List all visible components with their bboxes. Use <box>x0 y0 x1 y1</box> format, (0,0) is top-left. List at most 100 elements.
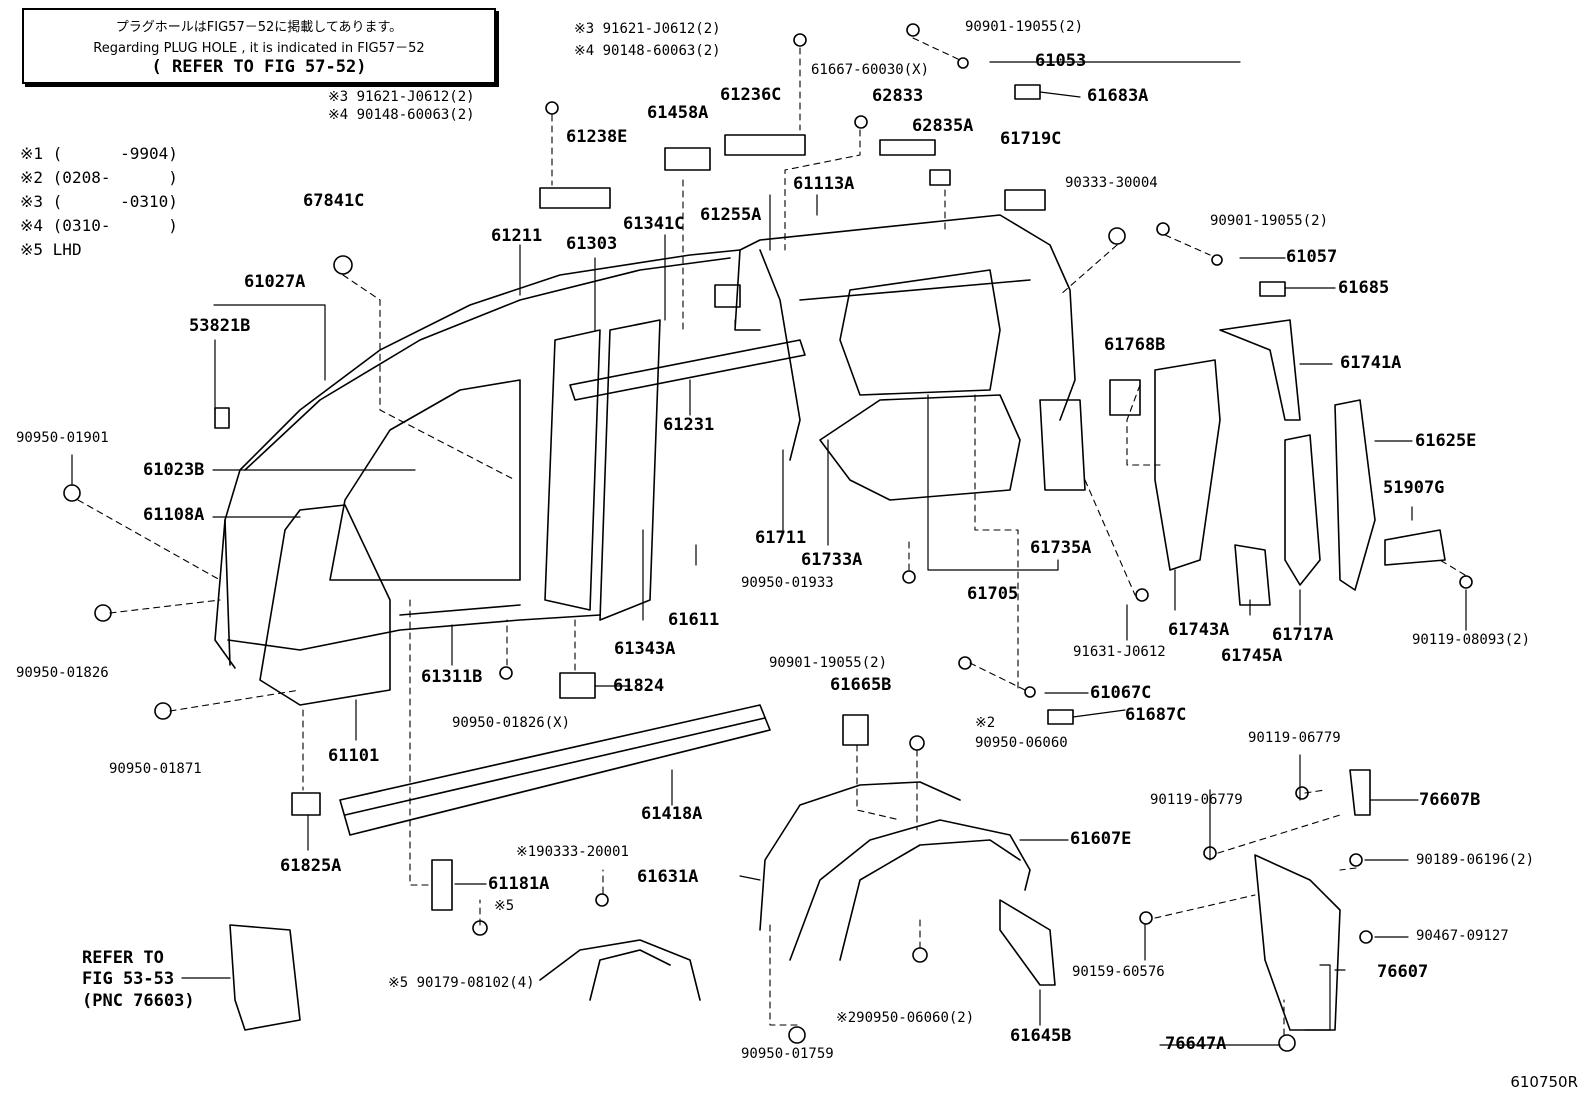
legend-item-1: ※1 ( -9904) <box>20 144 178 163</box>
label-61745a[interactable]: 61745A <box>1221 646 1283 666</box>
label-61231[interactable]: 61231 <box>663 415 715 435</box>
label-90950-06060[interactable]: 90950-06060 <box>975 735 1068 751</box>
label-61717a[interactable]: 61717A <box>1272 625 1334 645</box>
label-61238e[interactable]: 61238E <box>566 127 628 147</box>
label-90333-30004[interactable]: 90333-30004 <box>1065 175 1158 191</box>
label-61687c[interactable]: 61687C <box>1125 705 1187 725</box>
label-91621-lower[interactable]: ※3 91621-J0612(2) <box>328 89 475 105</box>
label-61236c[interactable]: 61236C <box>720 85 782 105</box>
legend-item-3: ※3 ( -0310) <box>20 192 178 211</box>
label-61057[interactable]: 61057 <box>1286 247 1338 267</box>
right-inner-panels <box>999 319 1446 986</box>
label-note-5: ※5 <box>494 898 515 914</box>
label-61303[interactable]: 61303 <box>566 234 618 254</box>
label-61311b[interactable]: 61311B <box>421 667 483 687</box>
label-61053[interactable]: 61053 <box>1035 51 1087 71</box>
label-90467[interactable]: 90467-09127 <box>1416 928 1509 944</box>
label-refer-pnc[interactable]: (PNC 76603) <box>82 991 195 1011</box>
rocker-panel <box>339 704 771 836</box>
label-61181a[interactable]: 61181A <box>488 874 550 894</box>
label-90950-01871[interactable]: 90950-01871 <box>109 761 202 777</box>
label-note-2-a: ※2 <box>975 715 996 731</box>
label-53821b[interactable]: 53821B <box>189 316 251 336</box>
label-61768b[interactable]: 61768B <box>1104 335 1166 355</box>
label-51907g[interactable]: 51907G <box>1383 478 1445 498</box>
label-61113a[interactable]: 61113A <box>793 174 855 194</box>
label-61743a[interactable]: 61743A <box>1168 620 1230 640</box>
label-61108a[interactable]: 61108A <box>143 505 205 525</box>
label-90189[interactable]: 90189-06196(2) <box>1416 852 1535 868</box>
label-90119-06779-a[interactable]: 90119-06779 <box>1248 730 1341 746</box>
label-61685[interactable]: 61685 <box>1338 278 1390 298</box>
label-61023b[interactable]: 61023B <box>143 460 205 480</box>
label-90950-01826[interactable]: 90950-01826 <box>16 665 109 681</box>
label-90179[interactable]: ※5 90179-08102(4) <box>388 975 535 991</box>
footnote-legend: ※1 ( -9904) ※2 (0208- ) ※3 ( -0310) ※4 (… <box>20 142 178 262</box>
label-61741a[interactable]: 61741A <box>1340 353 1402 373</box>
label-61101[interactable]: 61101 <box>328 746 380 766</box>
label-62835a[interactable]: 62835A <box>912 116 974 136</box>
label-90901-top[interactable]: 90901-19055(2) <box>965 19 1084 35</box>
label-91621-upper[interactable]: ※3 91621-J0612(2) <box>574 21 721 37</box>
label-61607e[interactable]: 61607E <box>1070 829 1132 849</box>
label-61027a[interactable]: 61027A <box>244 272 306 292</box>
label-67841c[interactable]: 67841C <box>303 191 365 211</box>
label-76647a[interactable]: 76647A <box>1165 1034 1227 1054</box>
note-line-japanese: プラグホールはFIG57－52に掲載してあります。 <box>115 20 403 35</box>
label-90950-01933[interactable]: 90950-01933 <box>741 575 834 591</box>
side-body-panel <box>214 249 806 706</box>
diagram-id: 610750R <box>1510 1073 1578 1091</box>
label-refer-fig[interactable]: FIG 53-53 <box>82 969 175 989</box>
small-parts <box>63 23 1473 1052</box>
label-61735a[interactable]: 61735A <box>1030 538 1092 558</box>
label-90950-01826x[interactable]: 90950-01826(X) <box>452 715 571 731</box>
label-61719c[interactable]: 61719C <box>1000 129 1062 149</box>
label-90333-20001[interactable]: ※190333-20001 <box>516 844 629 860</box>
label-61711[interactable]: 61711 <box>755 528 807 548</box>
legend-item-4: ※4 (0310- ) <box>20 216 178 235</box>
label-90950-01901[interactable]: 90950-01901 <box>16 430 109 446</box>
legend-item-2: ※2 (0208- ) <box>20 168 178 187</box>
label-76607[interactable]: 76607 <box>1377 962 1429 982</box>
label-91631[interactable]: 91631-J0612 <box>1073 644 1166 660</box>
mudflaps <box>229 769 1371 1031</box>
label-90148-upper[interactable]: ※4 90148-60063(2) <box>574 43 721 59</box>
label-refer-to[interactable]: REFER TO <box>82 948 164 968</box>
label-62833[interactable]: 62833 <box>872 86 924 106</box>
dashed-assembly-lines <box>77 37 1466 1036</box>
label-90159[interactable]: 90159-60576 <box>1072 964 1165 980</box>
label-61825a[interactable]: 61825A <box>280 856 342 876</box>
label-61705[interactable]: 61705 <box>967 584 1019 604</box>
label-61341c[interactable]: 61341C <box>623 214 685 234</box>
label-61631a[interactable]: 61631A <box>637 867 699 887</box>
label-61611[interactable]: 61611 <box>668 610 720 630</box>
label-61625e[interactable]: 61625E <box>1415 431 1477 451</box>
note-line-english: Regarding PLUG HOLE , it is indicated in… <box>93 41 425 56</box>
label-90148-lower[interactable]: ※4 90148-60063(2) <box>328 107 475 123</box>
label-90119-08093[interactable]: 90119-08093(2) <box>1412 632 1531 648</box>
label-61824[interactable]: 61824 <box>613 676 665 696</box>
label-76607b[interactable]: 76607B <box>1419 790 1481 810</box>
label-61665b[interactable]: 61665B <box>830 675 892 695</box>
label-61211[interactable]: 61211 <box>491 226 543 246</box>
label-90950-06060-2[interactable]: ※290950-06060(2) <box>836 1010 975 1026</box>
wheel-house-liners <box>539 781 1031 1001</box>
label-61458a[interactable]: 61458A <box>647 103 709 123</box>
leader-lines <box>71 61 1467 1046</box>
label-90901-low[interactable]: 90901-19055(2) <box>769 655 888 671</box>
label-61667[interactable]: 61667-60030(X) <box>811 62 930 78</box>
label-90119-06779-b[interactable]: 90119-06779 <box>1150 792 1243 808</box>
label-61255a[interactable]: 61255A <box>700 205 762 225</box>
label-61645b[interactable]: 61645B <box>1010 1026 1072 1046</box>
rear-quarter-panel <box>734 214 1076 501</box>
label-61683a[interactable]: 61683A <box>1087 86 1149 106</box>
label-61343a[interactable]: 61343A <box>614 639 676 659</box>
note-refer-link[interactable]: ( REFER TO FIG 57-52) <box>151 57 367 77</box>
label-61418a[interactable]: 61418A <box>641 804 703 824</box>
label-90901-mid[interactable]: 90901-19055(2) <box>1210 213 1329 229</box>
legend-item-5: ※5 LHD <box>20 240 82 259</box>
label-61067c[interactable]: 61067C <box>1090 683 1152 703</box>
label-61733a[interactable]: 61733A <box>801 550 863 570</box>
label-90950-01759[interactable]: 90950-01759 <box>741 1046 834 1062</box>
